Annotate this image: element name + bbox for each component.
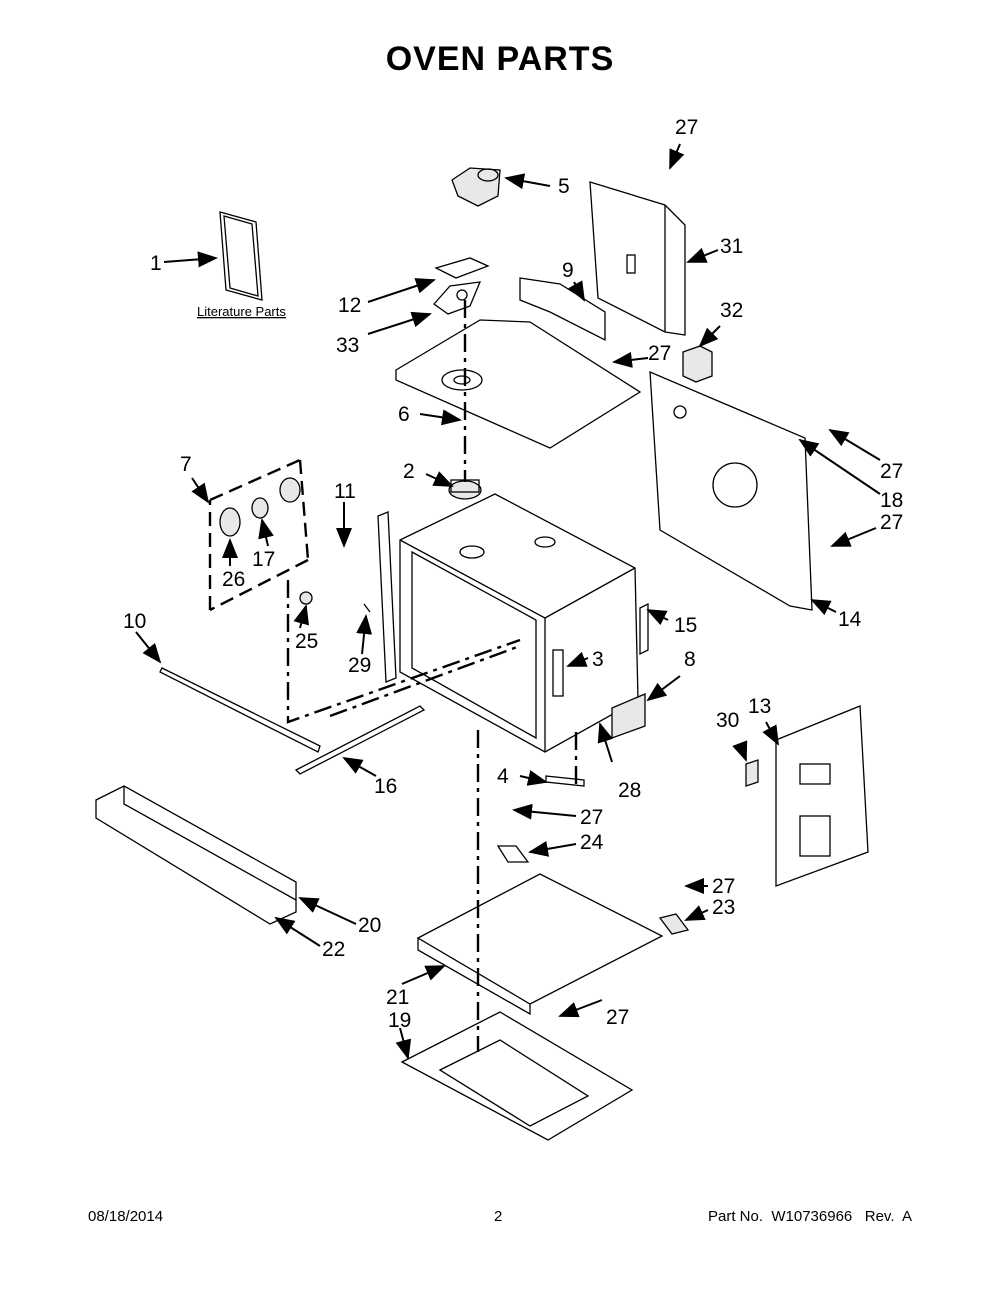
top-panel — [395, 319, 642, 449]
rear-panel — [589, 181, 686, 336]
callout-27-top: 27 — [675, 116, 698, 139]
bracket-15 — [639, 602, 649, 656]
callout-15: 15 — [674, 614, 697, 637]
clip-30 — [745, 759, 759, 787]
thermostat-switch — [451, 167, 501, 207]
callout-9: 9 — [562, 259, 574, 282]
callout-6: 6 — [398, 403, 410, 426]
callout-24: 24 — [580, 831, 604, 854]
bottom-pan — [400, 1011, 634, 1141]
callout-20: 20 — [358, 914, 381, 937]
callout-29: 29 — [348, 654, 371, 677]
callout-27-right-b: 27 — [880, 511, 903, 534]
callout-23: 23 — [712, 896, 735, 919]
bracket-24 — [496, 845, 530, 863]
callout-26: 26 — [222, 568, 245, 591]
callout-labels: 1 2 3 4 5 6 7 8 9 10 11 12 13 14 15 16 1… — [123, 116, 903, 1032]
callout-25: 25 — [295, 630, 318, 653]
callout-13: 13 — [748, 695, 771, 718]
callout-3: 3 — [592, 648, 604, 671]
bottom-rail — [95, 785, 297, 925]
bracket-23 — [658, 913, 690, 935]
callout-27-lower: 27 — [580, 806, 603, 829]
callout-31: 31 — [720, 235, 743, 258]
clip-4 — [545, 775, 585, 787]
footer-date: 08/18/2014 — [88, 1208, 164, 1225]
callout-28: 28 — [618, 779, 641, 802]
callout-8: 8 — [684, 648, 696, 671]
callout-5: 5 — [558, 175, 570, 198]
control-bracket — [519, 277, 606, 342]
lower-trim-16 — [294, 705, 426, 775]
callout-18: 18 — [880, 489, 903, 512]
convection-fan — [448, 479, 482, 500]
callout-10: 10 — [123, 610, 146, 633]
side-shield — [775, 705, 869, 887]
callout-32: 32 — [720, 299, 743, 322]
callout-30: 30 — [716, 709, 739, 732]
callout-7: 7 — [180, 453, 192, 476]
front-frame — [377, 511, 397, 683]
callout-27-bottom: 27 — [606, 1006, 629, 1029]
assembly-guides — [286, 300, 578, 1052]
callout-27-bracket: 27 — [712, 875, 735, 898]
vent-cover — [611, 693, 646, 739]
literature-booklet — [219, 211, 263, 301]
footer-part-number: Part No. W10736966 Rev. A — [708, 1208, 912, 1225]
page-title: OVEN PARTS — [385, 40, 615, 78]
leader-arrows — [135, 143, 881, 1060]
footer-page-number: 2 — [494, 1208, 503, 1225]
oven-cavity — [399, 493, 639, 753]
side-panel — [649, 370, 813, 611]
callout-17: 17 — [252, 548, 275, 571]
callout-14: 14 — [838, 608, 862, 631]
callout-27-mid: 27 — [648, 342, 671, 365]
callout-19: 19 — [388, 1009, 411, 1032]
callout-4: 4 — [497, 765, 509, 788]
callout-27-right-a: 27 — [880, 460, 903, 483]
plug-25 — [299, 591, 313, 605]
callout-22: 22 — [322, 938, 345, 961]
bracket-33 — [433, 281, 482, 315]
callout-11: 11 — [334, 480, 356, 503]
screw-29 — [363, 603, 371, 613]
literature-parts-label: Literature Parts — [197, 304, 286, 319]
callout-2: 2 — [403, 460, 415, 483]
callout-1: 1 — [150, 252, 162, 275]
bottom-panel — [416, 873, 664, 1016]
bracket-12 — [434, 257, 490, 279]
knob-assembly — [208, 458, 310, 612]
callout-12: 12 — [338, 294, 361, 317]
side-trim — [159, 667, 321, 753]
callout-16: 16 — [374, 775, 397, 798]
callout-21: 21 — [386, 986, 409, 1009]
terminal-box — [682, 345, 713, 383]
callout-33: 33 — [336, 334, 359, 357]
